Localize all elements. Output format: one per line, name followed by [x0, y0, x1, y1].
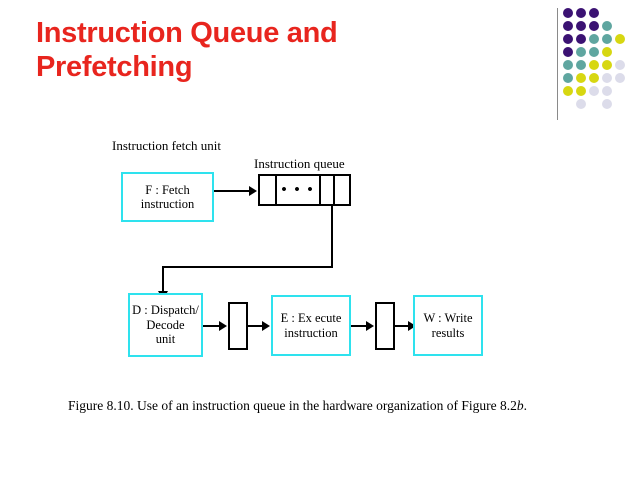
box-fetch-instruction: F : Fetch instruction	[121, 172, 214, 222]
figure-caption: Figure 8.10. Use of an instruction queue…	[68, 398, 588, 414]
buffer-b2	[375, 302, 395, 350]
logo-dot	[589, 34, 599, 44]
logo-dot	[602, 99, 612, 109]
logo-dot	[576, 34, 586, 44]
figure-caption-prefix: Figure 8.10. Use of an instruction queue…	[68, 398, 517, 413]
logo-dot	[576, 47, 586, 57]
logo-dot	[615, 60, 625, 70]
logo-divider-line	[557, 8, 558, 120]
buffer-b1	[228, 302, 248, 350]
logo-dot	[615, 73, 625, 83]
logo-dot	[576, 8, 586, 18]
arrow-dispatch-to-buffer1-line	[203, 325, 220, 327]
box-dispatch-decode-unit: D : Dispatch/ Decode unit	[128, 293, 203, 357]
logo-dot	[576, 86, 586, 96]
arrow-buffer2-to-write-head	[408, 321, 416, 331]
logo-dot	[589, 73, 599, 83]
box-execute-instruction: E : Ex ecute instruction	[271, 295, 351, 356]
box-write-results: W : Write results	[413, 295, 483, 356]
logo-dot	[589, 60, 599, 70]
logo-dot	[576, 73, 586, 83]
logo-dot	[563, 21, 573, 31]
logo-dot	[563, 73, 573, 83]
logo-dot	[576, 21, 586, 31]
decorative-dot-grid-icon	[563, 8, 633, 116]
path-queue-to-dispatch-segment-down1	[331, 206, 333, 268]
arrow-fetch-to-queue-line	[214, 190, 250, 192]
arrow-execute-to-buffer2-head	[366, 321, 374, 331]
label-instruction-queue: Instruction queue	[254, 156, 345, 171]
logo-dot	[602, 34, 612, 44]
figure-diagram: Instruction fetch unit Instruction queue…	[0, 120, 638, 380]
logo-dot	[589, 86, 599, 96]
logo-dot	[589, 47, 599, 57]
logo-dot	[602, 86, 612, 96]
logo-dot	[602, 47, 612, 57]
figure-caption-suffix: .	[523, 398, 528, 413]
logo-dot	[563, 34, 573, 44]
logo-dot	[602, 60, 612, 70]
arrow-buffer1-to-execute-line	[248, 325, 263, 327]
logo-dot	[576, 99, 586, 109]
logo-dot	[563, 86, 573, 96]
arrow-fetch-to-queue-head	[249, 186, 257, 196]
queue-cell-2: • • •	[275, 174, 321, 206]
logo-dot	[589, 8, 599, 18]
logo-dot	[563, 8, 573, 18]
logo-dot	[563, 47, 573, 57]
logo-dot	[563, 60, 573, 70]
figure-caption-italic: b	[516, 398, 524, 413]
logo-dot	[576, 60, 586, 70]
logo-dot	[602, 73, 612, 83]
logo-dot	[602, 21, 612, 31]
queue-cell-4	[333, 174, 351, 206]
logo-dot	[615, 34, 625, 44]
label-instruction-fetch-unit: Instruction fetch unit	[112, 138, 222, 153]
path-queue-to-dispatch-segment-down2	[162, 266, 164, 302]
logo-dot	[589, 21, 599, 31]
arrow-buffer2-to-write-line	[395, 325, 409, 327]
arrow-execute-to-buffer2-line	[351, 325, 367, 327]
arrow-dispatch-to-buffer1-head	[219, 321, 227, 331]
arrow-buffer1-to-execute-head	[262, 321, 270, 331]
path-queue-to-dispatch-segment-left	[162, 266, 333, 268]
page-title: Instruction Queue and Prefetching	[36, 17, 338, 83]
